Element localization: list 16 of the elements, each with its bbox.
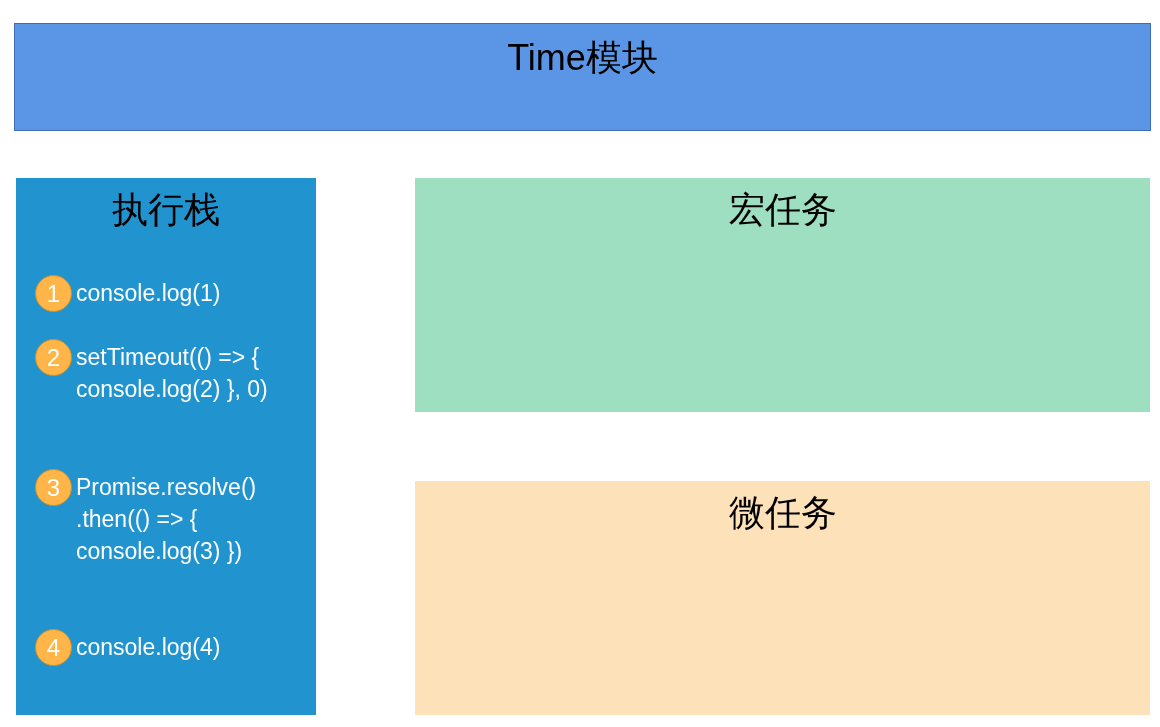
code-snippet: console.log(1) [76,279,222,308]
panel-heading: 微任务 [727,491,838,535]
code-snippet: setTimeout(() => { console.log(2) }, 0) [76,343,269,404]
number-badge: 2 [35,339,72,376]
number-badge: 4 [35,629,72,666]
panel [415,481,1150,715]
number-badge: 3 [35,469,72,506]
panel-heading: 执行栈 [111,188,221,232]
panel-heading: 宏任务 [727,188,838,232]
code-snippet: Promise.resolve() .then(() => { console.log(3) }) [76,473,258,566]
module-box [14,23,1151,131]
code-snippet: console.log(4) [76,633,222,662]
number-badge: 1 [35,275,72,312]
panel [16,178,316,715]
panel-heading: Time模块 [506,36,659,80]
panel [415,178,1150,412]
